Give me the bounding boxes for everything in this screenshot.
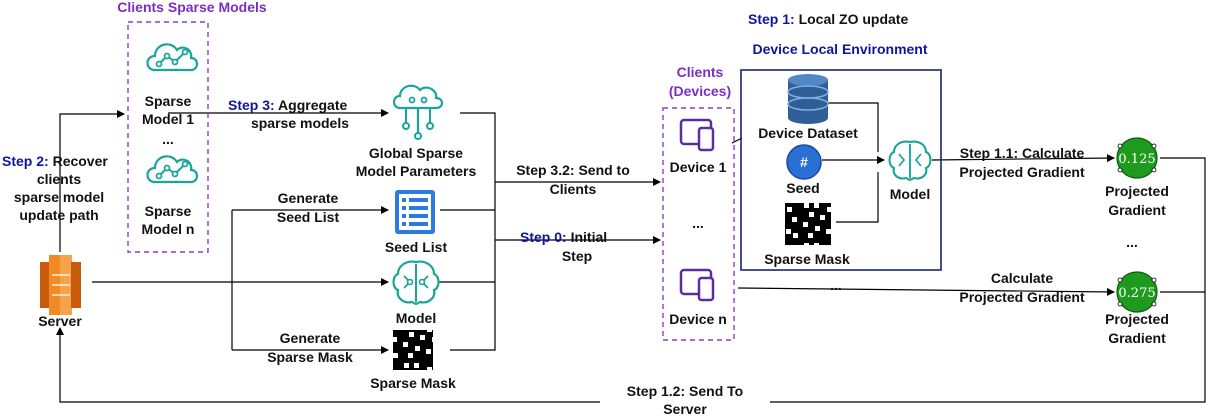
global-model-network-icon: [392, 84, 444, 140]
step3-line1-rest: Aggregate: [275, 97, 348, 113]
env-model-brain-icon: [888, 140, 932, 182]
step3-prefix: Step 3:: [228, 97, 275, 113]
server-label: Server: [38, 313, 82, 329]
step3-label-line2: sparse models: [251, 115, 349, 131]
step12-label-bg: [600, 380, 770, 418]
server-icon: [40, 255, 81, 315]
device-1-label: Device 1: [670, 159, 727, 175]
sparse-model-1-label-line1: Sparse: [145, 93, 192, 109]
step1-rest: Local ZO update: [795, 11, 909, 27]
sparse-model-1-cloud-icon: [146, 43, 199, 72]
center-model-brain-icon: [392, 260, 440, 306]
global-params-line2: Model Parameters: [356, 163, 477, 179]
devices-dots: ...: [692, 215, 704, 231]
step2-arrow: [59, 110, 125, 252]
seed-list-label: Seed List: [385, 239, 448, 255]
sparse-model-n-label-line2: Model n: [142, 221, 195, 237]
gradient-1-value: 0.125: [1118, 152, 1155, 167]
calc-pg-line1: Calculate: [991, 270, 1053, 286]
step12-line1: Step 1.2: Send To: [627, 383, 743, 399]
clients-sparse-models-title: Clients Sparse Models: [117, 0, 267, 15]
step3-label-line1: Step 3: Aggregate: [228, 97, 348, 113]
seed-hash-icon: [786, 144, 822, 180]
sparse-model-1-label-line2: Model 1: [142, 111, 194, 127]
generate-seed-line1: Generate: [278, 190, 339, 206]
generate-mask-line1: Generate: [280, 330, 341, 346]
gradient-1-circle: [1116, 137, 1158, 179]
clients-title-line2: (Devices): [669, 83, 731, 99]
device-env-box: [740, 69, 942, 271]
gradient-1-label-line1: Projected: [1105, 183, 1169, 199]
clients-sparse-models-box: [127, 21, 209, 253]
step2-label-line3: sparse model: [14, 189, 104, 205]
dataset-line: [826, 102, 879, 152]
step0-line2: Step: [562, 248, 592, 264]
device-1-icon: [679, 118, 715, 152]
sparse-models-dots: ...: [162, 131, 174, 147]
step11-line1: Step 1.1: Calculate: [960, 145, 1085, 161]
step12-line2: Server: [663, 401, 707, 417]
sparse-model-n-cloud-icon: [146, 155, 199, 184]
step1-label: Step 1: Local ZO update: [748, 11, 908, 27]
gradient-n-value: 0.275: [1118, 286, 1155, 301]
generate-mask-line2: Sparse Mask: [267, 349, 353, 365]
step2-label-line1: Step 2: Recover: [2, 153, 108, 169]
middle-dots: ...: [830, 277, 842, 293]
calc-pg-line2: Projected Gradient: [959, 289, 1085, 305]
clients-devices-box: [662, 107, 735, 341]
step2-label-line2: clients: [37, 171, 82, 187]
gradient-dots: ...: [1126, 234, 1138, 250]
step2-line1-rest: Recover: [49, 153, 109, 169]
env-model-label: Model: [890, 186, 930, 202]
device-dataset-label: Device Dataset: [758, 125, 858, 141]
sparse-mask-bottom-label: Sparse Mask: [370, 375, 456, 391]
connectors: [56, 102, 1206, 403]
sparse-mask-grid-icon: [393, 330, 433, 370]
step32-line1: Step 3.2: Send to: [516, 162, 630, 178]
step2-prefix: Step 2:: [2, 153, 49, 169]
gradient-n-circle: [1116, 271, 1158, 313]
device-n-label: Device n: [669, 311, 727, 327]
step11-line2: Projected Gradient: [959, 164, 1085, 180]
device-env-title: Device Local Environment: [752, 41, 927, 57]
clients-title-line1: Clients: [677, 64, 724, 80]
seed-list-icon: [395, 190, 435, 234]
step12-return-path: [56, 157, 1206, 403]
step0-line1: Step 0: Initial: [520, 229, 607, 245]
env-sparse-mask-grid-icon: [785, 203, 831, 245]
sparse-model-n-label-line1: Sparse: [145, 203, 192, 219]
seed-symbol: #: [800, 154, 808, 170]
step1-prefix: Step 1:: [748, 11, 795, 27]
device-n-icon: [679, 268, 715, 302]
step0-line1-rest: Initial: [567, 229, 607, 245]
env-sparse-mask-label: Sparse Mask: [764, 251, 850, 267]
gradient-n-label-line1: Projected: [1105, 311, 1169, 327]
calc-pg-arrow: [737, 287, 1115, 296]
center-model-label: Model: [396, 310, 436, 326]
global-params-line1: Global Sparse: [369, 145, 463, 161]
step11-arrow: [931, 154, 1115, 163]
mask-line: [836, 172, 879, 223]
generate-seed-line2: Seed List: [277, 209, 340, 225]
step0-prefix: Step 0:: [520, 229, 567, 245]
collector-bracket: [450, 112, 496, 351]
device-dataset-database-icon: [787, 74, 829, 124]
seed-label: Seed: [786, 180, 819, 196]
gradient-n-label-line2: Gradient: [1108, 330, 1166, 346]
gradient-1-label-line2: Gradient: [1108, 202, 1166, 218]
step2-label-line4: update path: [19, 207, 98, 223]
step32-line2: Clients: [550, 181, 597, 197]
